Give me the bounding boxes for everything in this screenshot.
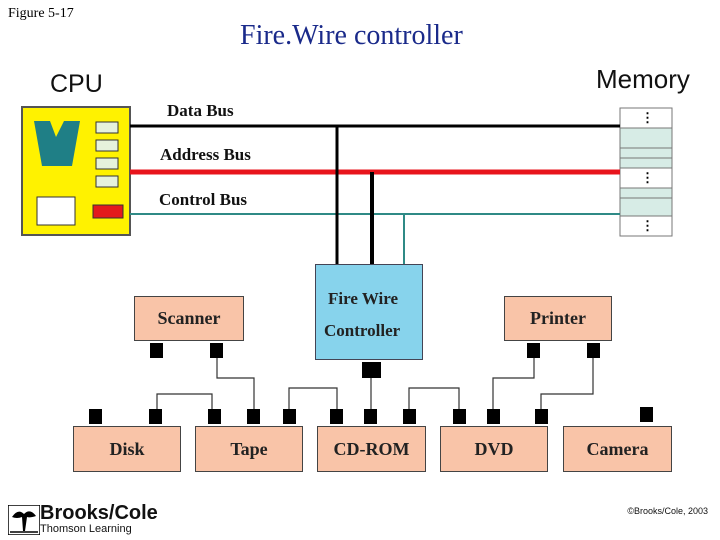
- camera-device: Camera: [563, 426, 672, 472]
- memory-cell-3: [619, 147, 673, 159]
- scanner-port-2: [210, 343, 223, 358]
- dvd-device: DVD: [440, 426, 548, 472]
- printer-label: Printer: [530, 308, 586, 328]
- tape-device: Tape: [195, 426, 303, 472]
- dvd-port-1: [453, 409, 466, 424]
- memory-cell-7: [619, 197, 673, 217]
- cdrom-port-1: [330, 409, 343, 424]
- firewire-controller-line2: Controller: [324, 321, 401, 340]
- printer-device: Printer: [504, 296, 612, 341]
- printer-port-1: [527, 343, 540, 358]
- memory-ellipsis-1: ⋮: [641, 110, 654, 125]
- disk-port-1: [89, 409, 102, 424]
- controller-port: [362, 362, 381, 378]
- tape-label: Tape: [230, 438, 268, 459]
- scanner-label: Scanner: [157, 308, 221, 328]
- cpu-register-3: [95, 157, 119, 170]
- cdrom-port-3: [403, 409, 416, 424]
- firewire-controller: Fire Wire Controller: [315, 264, 423, 360]
- cpu-chip-icon: [34, 121, 80, 166]
- memory-cell-4: [619, 157, 673, 169]
- diagram-title: Fire.Wire controller: [240, 20, 463, 51]
- cpu-register-1: [95, 121, 119, 134]
- tape-port-1: [208, 409, 221, 424]
- data-bus-label: Data Bus: [167, 101, 234, 120]
- tape-port-3: [283, 409, 296, 424]
- cdrom-device: CD-ROM: [317, 426, 426, 472]
- cdrom-label: CD-ROM: [333, 438, 410, 459]
- logo-name: Brooks/Cole: [40, 502, 158, 524]
- memory-cell-2: [619, 127, 673, 149]
- printer-port-2: [587, 343, 600, 358]
- tree-logo-icon: [8, 505, 40, 535]
- control-bus-label: Control Bus: [159, 190, 248, 209]
- logo-sub: Thomson Learning: [40, 523, 132, 535]
- camera-label: Camera: [586, 438, 649, 459]
- cpu-register-2: [95, 139, 119, 152]
- memory-cell-8: [619, 215, 673, 237]
- cpu-white-unit: [36, 196, 76, 226]
- address-bus-label: Address Bus: [160, 145, 251, 164]
- cdrom-port-2: [364, 409, 377, 424]
- dvd-label: DVD: [474, 438, 514, 459]
- cpu-red-unit: [92, 204, 124, 219]
- tape-port-2: [247, 409, 260, 424]
- brooks-cole-logo: Brooks/Cole Thomson Learning: [40, 503, 158, 535]
- disk-label: Disk: [109, 438, 145, 459]
- scanner-port-1: [150, 343, 163, 358]
- dvd-port-2: [487, 409, 500, 424]
- memory-ellipsis-3: ⋮: [641, 218, 654, 233]
- figure-label: Figure 5-17: [8, 6, 74, 21]
- firewire-cables: [156, 358, 594, 410]
- memory-label: Memory: [596, 64, 690, 94]
- cpu-label: CPU: [50, 70, 103, 98]
- camera-port: [640, 407, 653, 422]
- cpu-register-4: [95, 175, 119, 188]
- memory-ellipsis-2: ⋮: [641, 170, 654, 185]
- firewire-controller-line1: Fire Wire: [328, 289, 399, 308]
- copyright-text: ©Brooks/Cole, 2003: [627, 506, 708, 516]
- disk-port-2: [149, 409, 162, 424]
- disk-device: Disk: [73, 426, 181, 472]
- dvd-port-3: [535, 409, 548, 424]
- memory-cell-6: [619, 187, 673, 199]
- scanner-device: Scanner: [134, 296, 244, 341]
